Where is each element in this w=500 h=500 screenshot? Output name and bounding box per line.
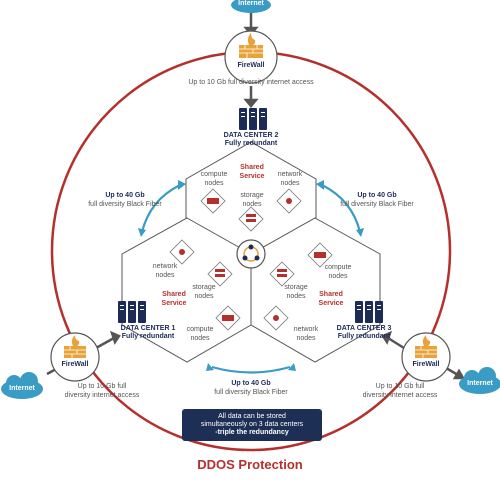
link-dc1-dc3 [211,365,291,374]
internet-cloud-right [459,367,500,394]
compute-nodes-dc1: compute nodes [180,325,220,343]
shared-service-dc3-line2: Service [318,300,344,307]
access-text-right: Up to 10 Gb full diversity internet acce… [350,382,450,400]
data-center-1-sub: Fully redundant [121,333,175,340]
link-left-title: Up to 40 Gb [105,192,145,199]
access-text-right-line2: diversity internet access [362,392,438,399]
link-text-left: Up to 40 Gb full diversity Black Fiber [80,191,170,209]
storage-nodes-dc3-line2: nodes [286,293,306,300]
firewall-top-icon [224,30,278,84]
network-nodes-dc2-line1: network [277,171,303,178]
storage-nodes-dc1: storage nodes [184,283,224,301]
firewall-label-top: FireWall [237,62,265,69]
data-center-3-name: DATA CENTER 3 [336,325,392,332]
shared-service-dc2: Shared Service [232,163,272,181]
firewall-label-left: FireWall [61,361,89,368]
internet-cloud-top [231,0,271,13]
shared-service-dc1-line2: Service [161,300,187,307]
access-text-right-line1: Up to 10 Gb full [375,383,425,390]
internet-cloud-left [1,372,43,399]
link-right-sub: full diversity Black Fiber [340,201,414,208]
access-text-left: Up to 10 Gb full diversity internet acce… [52,382,152,400]
ddos-protection-title: DDOS Protection [197,457,303,472]
storage-nodes-dc1-line1: storage [192,284,216,291]
cluster-center-icon [236,239,266,269]
server-icon-dc1 [118,301,146,323]
network-nodes-dc1-line1: network [152,263,178,270]
compute-nodes-dc3-line1: compute [324,264,352,271]
data-center-1-name: DATA CENTER 1 [120,325,176,332]
compute-nodes-dc2-line2: nodes [204,180,224,187]
shared-service-dc2-line2: Service [239,173,265,180]
node-glyphs [179,198,326,321]
internet-label-top: Internet [238,0,264,7]
storage-nodes-dc2-line1: storage [240,192,264,199]
network-nodes-dc1: network nodes [145,262,185,280]
access-text-left-line1: Up to 10 Gb full [77,383,127,390]
compute-nodes-dc2-line1: compute [200,171,228,178]
compute-nodes-dc3: compute nodes [318,263,358,281]
link-text-bottom: Up to 40 Gb full diversity Black Fiber [206,379,296,397]
access-text-top: Up to 10 Gb full diversity internet acce… [188,79,314,86]
network-nodes-dc3: network nodes [286,325,326,343]
link-text-right: Up to 40 Gb full diversity Black Fiber [332,191,422,209]
server-icon-dc3 [355,301,383,323]
arrowheads [138,180,364,371]
shared-service-dc1-line1: Shared [162,291,186,298]
shared-service-dc3: Shared Service [311,290,351,308]
shared-service-dc1: Shared Service [154,290,194,308]
compute-nodes-dc1-line1: compute [186,326,214,333]
network-nodes-dc2: network nodes [270,170,310,188]
data-center-2-sub: Fully redundant [224,140,278,147]
link-left-sub: full diversity Black Fiber [88,201,162,208]
firewall-label-right: FireWall [412,361,440,368]
notice-line3: -triple the redundancy [215,429,289,436]
data-center-3-sub: Fully redundant [337,333,391,340]
network-nodes-dc2-line2: nodes [280,180,300,187]
link-bottom-title: Up to 40 Gb [231,380,271,387]
data-center-1-title: DATA CENTER 1 Fully redundant [108,325,188,341]
compute-nodes-dc1-line2: nodes [190,335,210,342]
link-dc2-dc3 [321,184,362,233]
link-bottom-sub: full diversity Black Fiber [214,389,288,396]
data-center-2-name: DATA CENTER 2 [223,132,279,139]
shared-service-dc2-line1: Shared [240,164,264,171]
network-nodes-dc3-line2: nodes [296,335,316,342]
internet-label-right: Internet [467,380,493,387]
link-dc2-dc1 [140,184,181,233]
storage-nodes-dc2: storage nodes [232,191,272,209]
storage-nodes-dc3-line1: storage [284,284,308,291]
storage-nodes-dc1-line2: nodes [194,293,214,300]
link-right-title: Up to 40 Gb [357,192,397,199]
internet-label-left: Internet [9,385,35,392]
firewall-right-icon [401,332,451,382]
shared-service-dc3-line1: Shared [319,291,343,298]
notice-line1: All data can be stored [218,413,286,420]
notice-line2: simultaneously on 3 data centers [200,421,304,428]
redundancy-notice: All data can be stored simultaneously on… [182,409,322,441]
storage-nodes-dc2-line2: nodes [242,201,262,208]
black-fiber-links [140,184,362,374]
data-center-3-title: DATA CENTER 3 Fully redundant [324,325,404,341]
data-center-2-title: DATA CENTER 2 Fully redundant [211,132,291,148]
compute-nodes-dc2: compute nodes [194,170,234,188]
access-text-left-line2: diversity internet access [64,392,140,399]
storage-nodes-dc3: storage nodes [276,283,316,301]
network-nodes-dc1-line2: nodes [155,272,175,279]
compute-nodes-dc3-line2: nodes [328,273,348,280]
server-icon-dc2 [239,108,267,130]
firewall-left-icon [50,332,100,382]
network-nodes-dc3-line1: network [293,326,319,333]
